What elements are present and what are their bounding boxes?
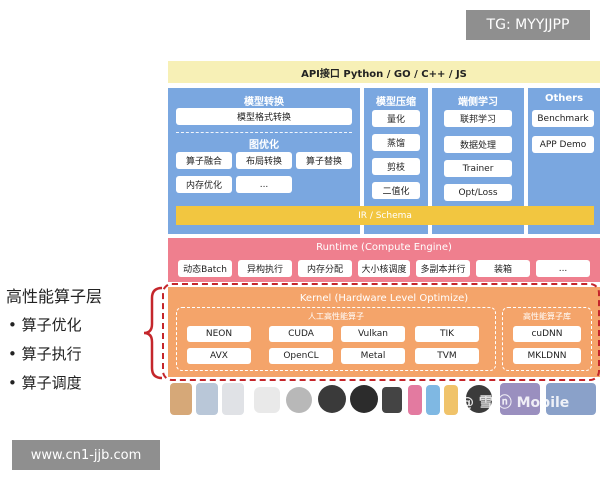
op-fusion-box: 算子融合 xyxy=(176,152,232,169)
format-conversion-box: 模型格式转换 xyxy=(176,108,352,125)
runtime-item: 异构执行 xyxy=(238,260,292,277)
trainer-box: Trainer xyxy=(444,160,512,177)
device-images-row xyxy=(168,381,600,417)
binarization-box: 二值化 xyxy=(372,182,420,199)
divider xyxy=(176,132,352,133)
bracket-icon xyxy=(143,286,163,380)
side-item: • 算子优化 xyxy=(8,316,82,334)
federated-title: 端侧学习 xyxy=(458,97,498,108)
phone-image xyxy=(196,383,218,415)
runtime-item: 动态Batch xyxy=(178,260,232,277)
phone-image xyxy=(170,383,192,415)
compression-title: 模型压缩 xyxy=(376,97,416,108)
phone-image xyxy=(222,383,244,415)
kernel-op: NEON xyxy=(187,326,251,342)
kernel-op: Vulkan xyxy=(341,326,405,342)
band-image xyxy=(444,385,458,415)
kernel-panel: Kernel (Hardware Level Optimize) 人工高性能算子… xyxy=(168,287,600,377)
kernel-op: CUDA xyxy=(269,326,333,342)
watch-image xyxy=(318,385,346,413)
distillation-box: 蒸馏 xyxy=(372,134,420,151)
earbuds-image xyxy=(254,387,280,413)
watch-image xyxy=(350,385,378,413)
kernel-op: Metal xyxy=(341,348,405,364)
manual-ops-title: 人工高性能算子 xyxy=(308,312,364,321)
watch-image xyxy=(466,385,492,413)
logo-watermark: @ 雪 ⓝ Mobile xyxy=(460,395,570,411)
kernel-op: AVX xyxy=(187,348,251,364)
quantization-box: 量化 xyxy=(372,110,420,127)
ellipsis-box: ... xyxy=(236,176,292,193)
runtime-item: ... xyxy=(536,260,590,277)
pruning-box: 剪枝 xyxy=(372,158,420,175)
watermark-top: TG: MYYJJPP xyxy=(466,10,590,40)
runtime-item: 内存分配 xyxy=(298,260,352,277)
manual-ops-group: 人工高性能算子 NEON CUDA Vulkan TIK AVX OpenCL … xyxy=(176,307,496,371)
op-lib-title: 高性能算子库 xyxy=(523,312,571,321)
watermark-bottom: www.cn1-jjb.com xyxy=(12,440,160,470)
others-title: Others xyxy=(544,93,584,104)
kernel-lib: cuDNN xyxy=(513,326,581,342)
kernel-op: OpenCL xyxy=(269,348,333,364)
op-replace-box: 算子替换 xyxy=(296,152,352,169)
earbuds-image xyxy=(286,387,312,413)
runtime-item: 多副本并行 xyxy=(416,260,470,277)
side-item: • 算子调度 xyxy=(8,374,82,392)
layout-conversion-box: 布局转换 xyxy=(236,152,292,169)
runtime-panel: Runtime (Compute Engine) 动态Batch 异构执行 内存… xyxy=(168,238,600,282)
kernel-lib: MKLDNN xyxy=(513,348,581,364)
api-bar: API接口 Python / GO / C++ / JS xyxy=(168,61,600,83)
watch-image xyxy=(382,387,402,413)
highlight-frame xyxy=(162,283,600,381)
side-title: 高性能算子层 xyxy=(6,287,103,306)
data-processing-box: 数据处理 xyxy=(444,136,512,153)
benchmark-box: Benchmark xyxy=(532,110,594,127)
ir-schema-bar: IR / Schema xyxy=(176,206,594,225)
model-conversion-title: 模型转换 xyxy=(244,97,284,108)
federated-learning-box: 联邦学习 xyxy=(444,110,512,127)
app-demo-box: APP Demo xyxy=(532,136,594,153)
runtime-title: Runtime (Compute Engine) xyxy=(316,242,452,253)
band-image xyxy=(408,385,422,415)
op-lib-group: 高性能算子库 cuDNN MKLDNN xyxy=(502,307,592,371)
runtime-item: 装箱 xyxy=(476,260,530,277)
band-image xyxy=(426,385,440,415)
kernel-title: Kernel (Hardware Level Optimize) xyxy=(299,293,469,304)
tablet-image xyxy=(500,383,540,415)
runtime-item: 大小核调度 xyxy=(358,260,410,277)
kernel-op: TVM xyxy=(415,348,479,364)
side-item: • 算子执行 xyxy=(8,345,82,363)
memory-opt-box: 内存优化 xyxy=(176,176,232,193)
kernel-op: TIK xyxy=(415,326,479,342)
opt-loss-box: Opt/Loss xyxy=(444,184,512,201)
graph-opt-title: 图优化 xyxy=(249,140,279,151)
tablet-image xyxy=(546,383,596,415)
